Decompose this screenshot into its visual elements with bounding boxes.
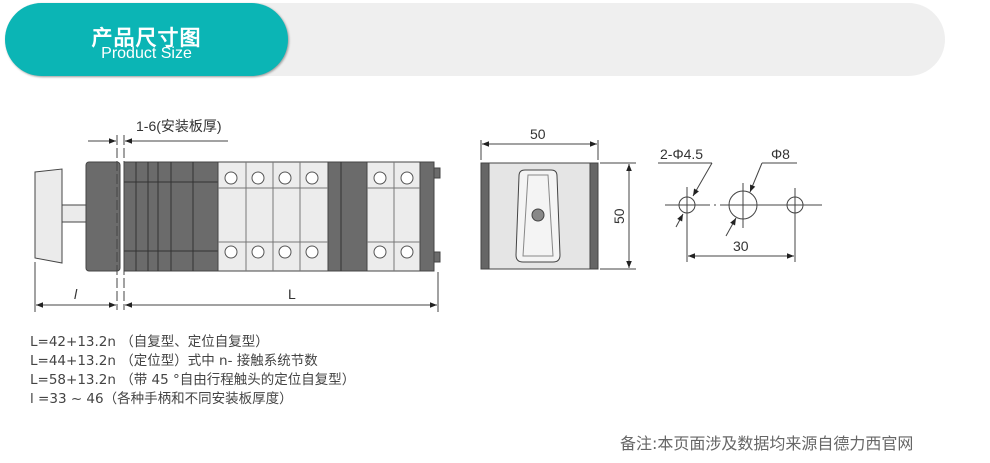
large-hole xyxy=(728,190,758,220)
section-title-en: Product Size xyxy=(101,45,192,62)
small-hole xyxy=(786,196,804,214)
plate-thickness-label: 1-6(安装板厚) xyxy=(136,118,222,134)
source-footnote: 备注:本页面涉及数据均来源自德力西官网 xyxy=(620,434,914,453)
dim-l-label: l xyxy=(74,286,78,302)
small-hole-label: 2-Φ4.5 xyxy=(660,146,703,162)
note-line: l =33 ~ 46（各种手柄和不同安装板厚度） xyxy=(30,391,293,407)
dim-L-label: L xyxy=(288,286,296,302)
front-view xyxy=(480,140,636,270)
shaft xyxy=(61,204,87,223)
section-title-badge: 产品尺寸图 Product Size xyxy=(5,3,288,76)
side-view xyxy=(34,135,441,312)
switch-handle xyxy=(34,168,63,264)
length-formula-notes: L=42+13.2n （自复型、定位自复型） L=44+13.2n （定位型）式… xyxy=(30,333,355,409)
hole-spacing-label: 30 xyxy=(733,238,749,254)
terminal-screws xyxy=(224,171,414,259)
note-line: L=58+13.2n （带 45 °自由行程触头的定位自复型） xyxy=(30,372,356,388)
section-title-cn: 产品尺寸图 xyxy=(91,26,202,50)
indicator-dot xyxy=(531,208,545,222)
front-bezel xyxy=(85,161,121,272)
note-line: L=44+13.2n （定位型）式中 n- 接触系统节数 xyxy=(30,353,318,369)
small-hole xyxy=(678,196,696,214)
large-hole-label: Φ8 xyxy=(771,146,790,162)
mounting-hole-pattern xyxy=(658,162,822,262)
front-height-label: 50 xyxy=(611,208,627,224)
note-line: L=42+13.2n （自复型、定位自复型） xyxy=(30,334,269,350)
front-width-label: 50 xyxy=(530,126,546,142)
